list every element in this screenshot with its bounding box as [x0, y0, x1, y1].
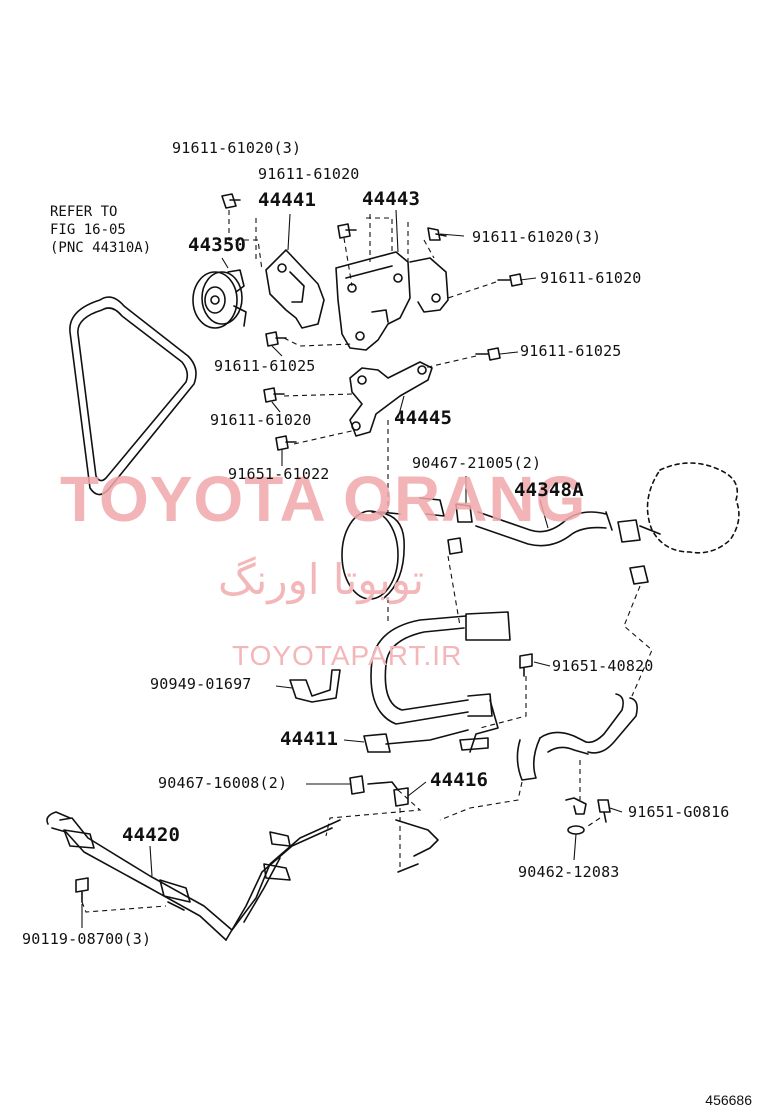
refer-note-line-1: REFER TO: [50, 204, 118, 220]
label-bolt-14[interactable]: 90462-12083: [518, 863, 620, 881]
watermark-brand: TOYOTA ORANG: [60, 463, 587, 535]
label-part-44445[interactable]: 44445: [394, 407, 453, 429]
label-bolt-9[interactable]: 90467-21005(2): [412, 454, 542, 472]
label-bolt-10[interactable]: 91651-40820: [552, 657, 654, 675]
hose-44416: [349, 775, 409, 807]
label-bolt-13[interactable]: 91651-G0816: [628, 803, 730, 821]
leader-lines: [81, 210, 653, 913]
label-part-44411[interactable]: 44411: [280, 728, 339, 750]
label-part-44416[interactable]: 44416: [430, 769, 489, 791]
label-bolt-12[interactable]: 90467-16008(2): [158, 774, 288, 792]
label-part-44441[interactable]: 44441: [258, 189, 317, 211]
bracket-44445: [349, 361, 433, 437]
reservoir: [646, 462, 740, 554]
refer-note: REFER TO FIG 16-05 (PNC 44310A): [50, 203, 151, 257]
label-part-44420[interactable]: 44420: [122, 824, 181, 846]
label-bolt-11[interactable]: 90949-01697: [150, 675, 252, 693]
pump-pulley: [341, 510, 405, 600]
v-belt: [69, 296, 197, 496]
label-bolt-15[interactable]: 90119-08700(3): [22, 930, 152, 948]
label-bolt-4[interactable]: 91611-61020: [540, 269, 642, 287]
cooler-tube-44420: [46, 811, 439, 941]
refer-note-line-3: (PNC 44310A): [50, 240, 152, 256]
clamp-90949: [289, 669, 341, 703]
refer-note-line-2: FIG 16-05: [50, 222, 126, 238]
label-bolt-6[interactable]: 91611-61025: [520, 342, 622, 360]
label-bolt-5[interactable]: 91611-61025: [214, 357, 316, 375]
label-part-44348A[interactable]: 44348A: [514, 479, 584, 501]
label-bolt-2[interactable]: 91611-61020: [258, 165, 360, 183]
label-bolt-8[interactable]: 91651-61022: [228, 465, 330, 483]
suction-hose: [516, 565, 649, 781]
bolts: [75, 193, 611, 903]
solid-leaders: [81, 209, 623, 928]
return-hose-44348A: [419, 497, 661, 555]
label-bolt-7[interactable]: 91611-61020: [210, 411, 312, 429]
label-bolt-3[interactable]: 91611-61020(3): [472, 228, 602, 246]
label-part-44350[interactable]: 44350: [188, 234, 247, 256]
watermark-persian: تویوتا اورنگ: [218, 555, 425, 604]
watermark-site: TOYOTAPART.IR: [232, 640, 463, 671]
bracket-44443: [335, 251, 449, 351]
label-part-44443[interactable]: 44443: [362, 188, 421, 210]
idler-pulley: [192, 269, 247, 329]
clamp-90462: [565, 797, 587, 835]
label-bolt-1[interactable]: 91611-61020(3): [172, 139, 302, 157]
bracket-44441: [265, 249, 325, 329]
pressure-hose-44411: [363, 611, 511, 753]
figure-number: 456686: [705, 1092, 752, 1108]
